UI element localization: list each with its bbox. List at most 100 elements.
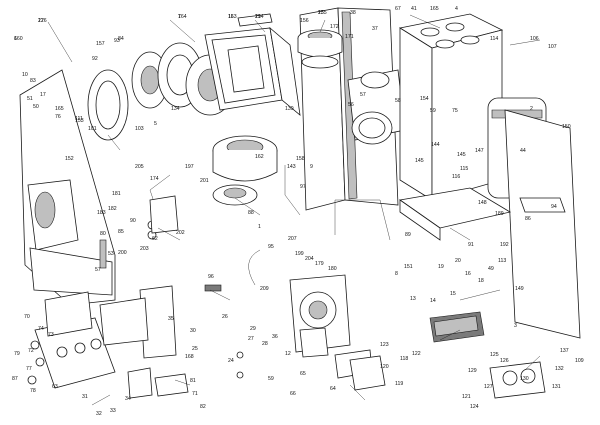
small-fittings xyxy=(99,195,244,399)
hydraulic-group xyxy=(289,274,373,379)
callout-number: 119 xyxy=(395,381,403,387)
callout-number: 9 xyxy=(310,164,313,170)
callout-number: 107 xyxy=(548,44,557,50)
callout-number: 137 xyxy=(560,348,569,354)
callout-number: 74 xyxy=(38,326,44,332)
callout-number: 205 xyxy=(135,164,144,170)
callout-number: 199 xyxy=(295,251,304,257)
callout-number: 101 xyxy=(88,126,97,132)
callout-number: 62 xyxy=(152,236,158,242)
callout-number: 88 xyxy=(248,210,254,216)
callout-number: 13 xyxy=(410,296,416,302)
callout-number: 20 xyxy=(455,258,461,264)
callout-number: 139 xyxy=(285,106,294,112)
callout-number: 132 xyxy=(555,366,564,372)
callout-number: 37 xyxy=(372,26,378,32)
callout-number: 78 xyxy=(30,388,36,394)
diverter-valve xyxy=(489,361,546,399)
callout-number: 38 xyxy=(350,10,356,16)
callout-number: 157 xyxy=(96,41,105,47)
callout-number: 151 xyxy=(404,264,413,270)
callout-number: 41 xyxy=(411,6,417,12)
callout-number: 143 xyxy=(287,164,296,170)
callout-number: 53 xyxy=(108,251,114,257)
callout-number: 79 xyxy=(14,351,20,357)
callout-number: 28 xyxy=(262,341,268,347)
callout-number: 89 xyxy=(405,232,411,238)
callout-number: 57 xyxy=(360,92,366,98)
callout-number: 153 xyxy=(75,118,84,124)
callout-number: 83 xyxy=(30,78,36,84)
callout-number: 124 xyxy=(470,404,479,410)
callout-number: 76 xyxy=(55,114,61,120)
callout-number: 149 xyxy=(515,286,524,292)
callout-number: 86 xyxy=(525,216,531,222)
base-plate xyxy=(398,187,512,241)
callout-number: 109 xyxy=(575,358,584,364)
callout-number: 155 xyxy=(318,10,327,16)
callout-number: 80 xyxy=(100,231,106,237)
callout-number: 8 xyxy=(395,271,398,277)
callout-number: 182 xyxy=(108,206,117,212)
callout-number: 200 xyxy=(118,250,127,256)
callout-number: 81 xyxy=(190,378,196,384)
callout-number: 168 xyxy=(185,354,194,360)
callout-number: 63 xyxy=(52,384,58,390)
callout-number: 183 xyxy=(97,210,106,216)
callout-number: 26 xyxy=(222,314,228,320)
front-panel xyxy=(19,69,116,306)
callout-number: 24 xyxy=(228,358,234,364)
callout-number: 162 xyxy=(255,154,264,160)
callout-number: 130 xyxy=(520,376,529,382)
callout-number: 160 xyxy=(14,36,23,42)
callout-number: 144 xyxy=(431,142,440,148)
callout-number: 77 xyxy=(26,366,32,372)
callout-number: 174 xyxy=(150,176,159,182)
callout-number: 116 xyxy=(452,174,460,180)
callout-number: 145 xyxy=(415,158,424,164)
flue-elbow xyxy=(347,69,406,145)
callout-number: 115 xyxy=(460,166,468,172)
callout-number: 30 xyxy=(190,328,196,334)
callout-number: 87 xyxy=(12,376,18,382)
callout-number: 192 xyxy=(500,242,509,248)
callout-number: 129 xyxy=(468,368,477,374)
callout-number: 113 xyxy=(498,258,506,264)
callout-number: 82 xyxy=(200,404,206,410)
callout-number: 127 xyxy=(484,384,493,390)
callout-number: 106 xyxy=(530,36,539,42)
callout-number: 156 xyxy=(300,18,309,24)
heat-exchanger xyxy=(204,13,301,116)
callout-number: 114 xyxy=(490,36,498,42)
callout-number: 1 xyxy=(258,224,261,230)
control-panel xyxy=(27,291,116,389)
callout-number: 148 xyxy=(478,200,487,206)
callout-number: 93 xyxy=(114,38,120,44)
callout-number: 58 xyxy=(395,98,401,104)
callout-number: 209 xyxy=(260,286,269,292)
callout-number: 125 xyxy=(490,352,499,358)
callout-number: 14 xyxy=(430,298,436,304)
callout-number: 49 xyxy=(488,266,494,272)
callout-number: 66 xyxy=(290,391,296,397)
callout-number: 202 xyxy=(176,230,185,236)
callout-number: 73 xyxy=(48,332,54,338)
callout-number: 201 xyxy=(200,178,209,184)
callout-number: 21 xyxy=(255,14,261,20)
callout-number: 179 xyxy=(315,261,324,267)
callout-number: 164 xyxy=(178,14,187,20)
callout-number: 176 xyxy=(38,18,47,24)
callout-number: 204 xyxy=(305,256,314,262)
callout-number: 51 xyxy=(27,96,33,102)
gas-valve xyxy=(349,355,386,391)
callout-number: 171 xyxy=(345,34,354,40)
callout-number: 147 xyxy=(475,148,484,154)
callout-number: 97 xyxy=(300,184,306,190)
callout-number: 7 xyxy=(178,14,181,20)
callout-number: 91 xyxy=(468,242,474,248)
callout-number: 23 xyxy=(318,10,324,16)
callout-number: 111 xyxy=(75,116,83,122)
callout-number: 150 xyxy=(562,124,571,130)
callout-number: 25 xyxy=(192,346,198,352)
